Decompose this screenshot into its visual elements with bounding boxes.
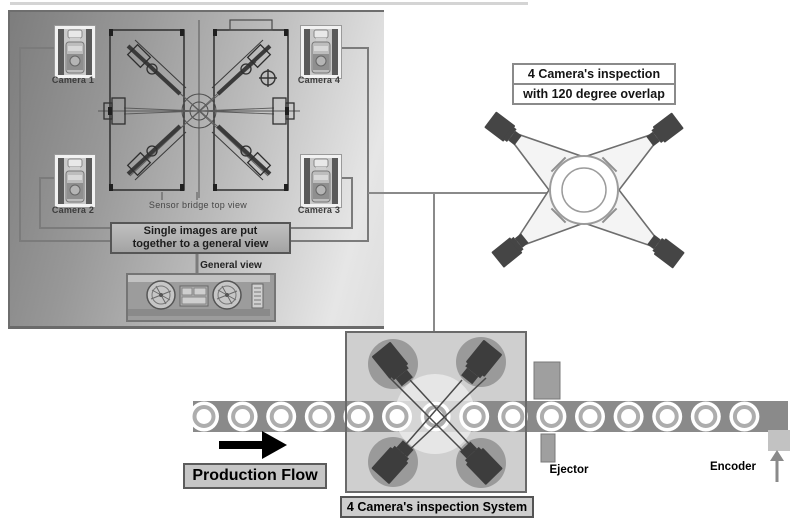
merge-note-box: Single images are put together to a gene… [110,222,291,254]
bottle-caps [189,401,760,432]
top-divider-line [10,2,528,5]
production-flow-arrow [219,431,287,459]
overlap-star-diagram [484,111,685,269]
merge-note-line2: together to a general view [132,238,269,250]
section-connector-lines [368,192,549,384]
camera-icon [371,341,417,390]
production-flow-box: Production Flow [183,463,327,489]
ejector-blocks [533,361,561,463]
encoder-arrow [770,450,784,482]
camera4-label: Camera 4 [297,75,341,85]
camera-icon [643,112,684,150]
inspection-zone [346,332,526,492]
camera2-label: Camera 2 [51,205,95,215]
camera-icon [457,339,503,388]
camera-pods [368,337,506,488]
general-view-label: General view [200,260,262,271]
camera-icon [456,438,503,486]
inspection-zone-border [345,331,527,493]
camera2-sample-photo [54,154,96,208]
camera4-sample-photo [300,25,342,79]
bottle-image [304,158,338,204]
overlap-title-line2: with 120 degree overlap [523,87,665,101]
bottle-image [58,158,92,204]
general-view-strip [126,273,276,322]
overlap-title-box: 4 Camera's inspection with 120 degree ov… [512,63,676,105]
camera-icon [491,230,532,268]
inspection-sight-lines [389,377,487,459]
drawing-caption: Sensor bridge top view [148,200,248,210]
inspection-system-box: 4 Camera's inspection System [340,496,534,518]
encoder-block [768,430,790,451]
stitched-label-image [128,275,270,316]
overlap-cameras [484,111,685,269]
pod-cameras [371,339,503,486]
ejector-label: Ejector [549,464,589,476]
bottle-image [304,29,338,75]
conveyor-belt [193,401,788,432]
bottle-image [58,29,92,75]
camera1-label: Camera 1 [51,75,95,85]
cap-top-view [549,155,619,225]
camera3-label: Camera 3 [297,205,341,215]
overlap-title-line1: 4 Camera's inspection [514,65,674,85]
overlap-tangent-marks [550,156,618,224]
camera1-sample-photo [54,25,96,79]
camera-icon [484,111,525,149]
merge-note-line1: Single images are put [143,225,258,237]
camera-icon [644,231,685,269]
camera-icon [371,437,418,485]
camera3-sample-photo [300,154,342,208]
illumination-halo [395,374,475,454]
encoder-label: Encoder [709,461,756,473]
